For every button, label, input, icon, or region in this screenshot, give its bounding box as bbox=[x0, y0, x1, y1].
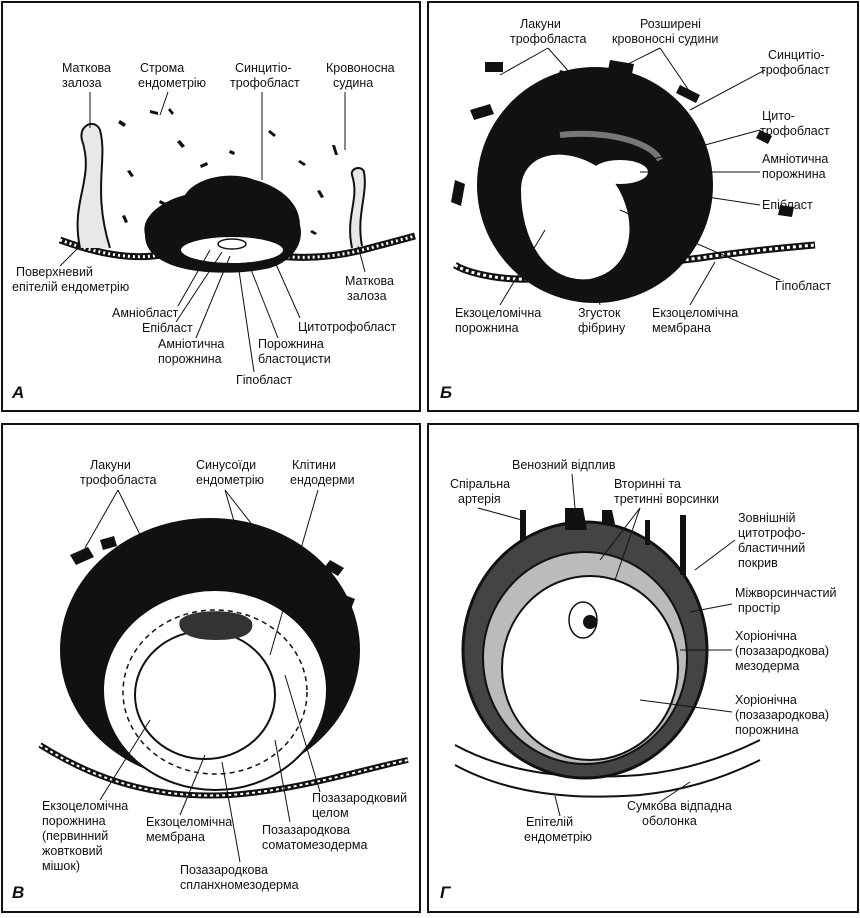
label-synciotrophoblast: Синцитіо-трофобласт bbox=[230, 61, 300, 90]
panel-b-letter: Б bbox=[440, 383, 452, 402]
label-g-chorion-mesoderm: Хоріонічна (позазародкова) мезодерма bbox=[735, 629, 833, 673]
label-g-venous: Венозний відплив bbox=[512, 458, 616, 472]
panel-b-illustration bbox=[451, 60, 815, 303]
panel-a-letter: А bbox=[11, 383, 24, 402]
label-hypoblast: Гіпобласт bbox=[236, 373, 292, 387]
panel-v-letter: В bbox=[12, 883, 24, 902]
label-epiblast: Епібласт bbox=[142, 321, 193, 335]
panel-g-letter: Г bbox=[440, 883, 452, 902]
label-v-exocoel-cavity: Екзоцеломічна порожнина (первинний жовтк… bbox=[42, 799, 132, 873]
label-b-synciotrophoblast: Синцитіо-трофобласт bbox=[760, 48, 830, 77]
label-g-chorion-cavity: Хоріонічна (позазародкова) порожнина bbox=[735, 693, 833, 737]
label-cytotrophoblast: Цитотрофобласт bbox=[298, 320, 396, 334]
panel-v-illustration bbox=[40, 518, 408, 796]
panel-a-illustration bbox=[60, 108, 415, 273]
label-b-epiblast: Епібласт bbox=[762, 198, 813, 212]
label-b-hypoblast: Гіпобласт bbox=[775, 279, 831, 293]
label-amnioblast: Амніобласт bbox=[112, 306, 179, 320]
panel-g-illustration bbox=[455, 508, 760, 797]
label-b-cytotrophoblast: Цито-трофобласт bbox=[760, 109, 830, 138]
label-g-outer-shell: Зовнішній цитотрофо- бластичний покрив bbox=[738, 511, 809, 570]
